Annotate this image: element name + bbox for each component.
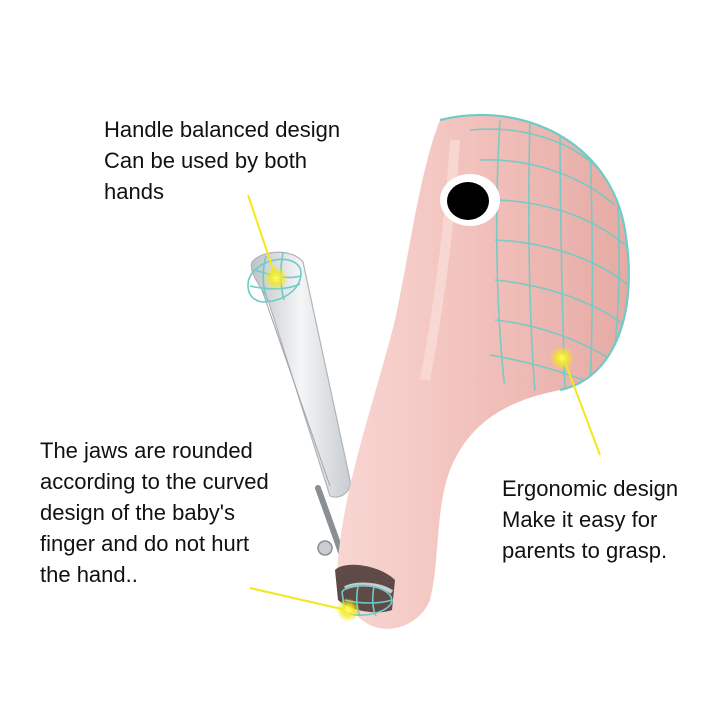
head-grid-outline bbox=[439, 113, 630, 392]
caption-handle: Handle balanced design Can be used by bo… bbox=[104, 114, 340, 207]
caption-line: The jaws are rounded bbox=[40, 438, 253, 463]
caption-line: Handle balanced design bbox=[104, 117, 341, 142]
clipper-body bbox=[337, 114, 629, 629]
callout-jaws bbox=[249, 587, 360, 622]
caption-line: Make it easy for bbox=[502, 507, 658, 532]
lever-arm bbox=[250, 251, 351, 558]
caption-line: hands bbox=[104, 179, 164, 204]
caption-line: parents to grasp. bbox=[502, 538, 668, 563]
callout-ergonomic bbox=[550, 346, 601, 456]
caption-line: according to the curved bbox=[40, 469, 269, 494]
caption-jaws: The jaws are rounded according to the cu… bbox=[40, 435, 269, 590]
eye bbox=[440, 174, 500, 226]
caption-line: finger and do not hurt bbox=[40, 531, 250, 556]
caption-ergonomic: Ergonomic design Make it easy for parent… bbox=[502, 473, 678, 566]
caption-line: Ergonomic design bbox=[502, 476, 679, 501]
caption-line: design of the baby's bbox=[40, 500, 236, 525]
caption-line: Can be used by both bbox=[104, 148, 308, 173]
callout-handle bbox=[247, 194, 288, 290]
caption-line: the hand.. bbox=[40, 562, 138, 587]
